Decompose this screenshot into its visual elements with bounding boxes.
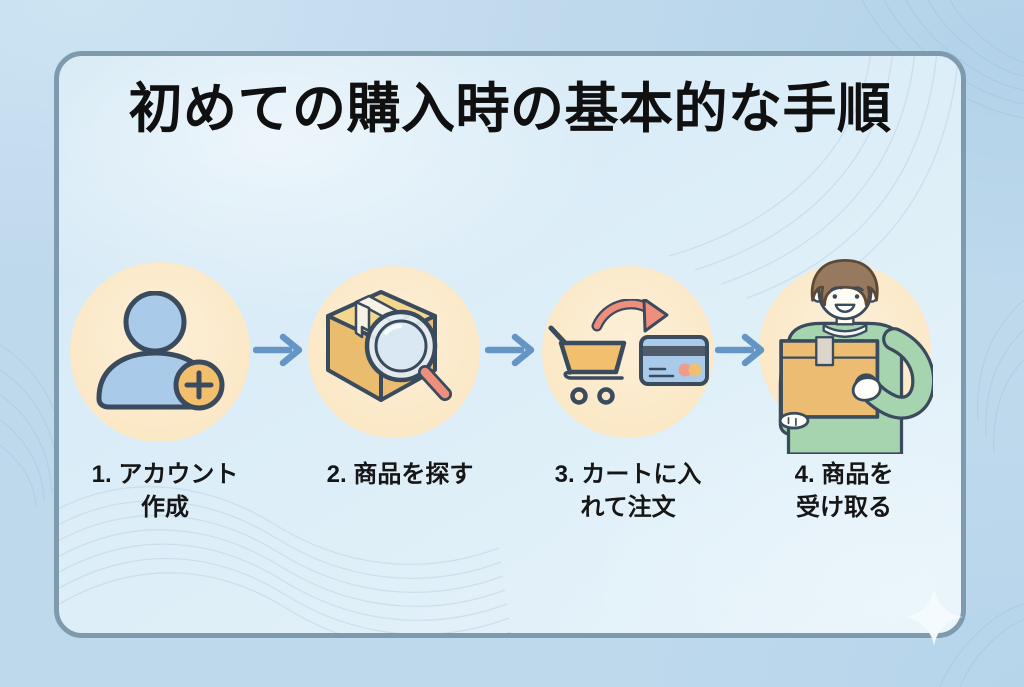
step-1-label: 1. アカウント 作成: [70, 458, 260, 524]
arrow-right-icon: [715, 333, 765, 367]
arrow-right-icon: [485, 333, 535, 367]
step-3-label: 3. カートに入 れて注文: [528, 458, 728, 524]
step-4-label-line1: 4. 商品を: [794, 461, 894, 488]
receive-package-icon: [778, 258, 933, 454]
step-2-label: 2. 商品を探す: [300, 458, 500, 491]
step-1-icon-circle: [70, 262, 250, 442]
step-1-label-line2: 作成: [141, 494, 189, 521]
step-2-label-line1: 2. 商品を探す: [326, 461, 474, 488]
box-search-icon: [326, 290, 452, 402]
cart-payment-icon: [548, 299, 709, 405]
user-add-icon: [96, 291, 225, 411]
page-title: 初めての購入時の基本的な手順: [128, 79, 892, 139]
step-3-icon-circle: [542, 266, 714, 438]
sparkle-icon: [905, 588, 963, 646]
step-4-label: 4. 商品を 受け取る: [744, 458, 944, 524]
step-1-label-line1: 1. アカウント: [91, 461, 239, 488]
arrow-right-icon: [253, 333, 303, 367]
step-3-label-line1: 3. カートに入: [554, 461, 702, 488]
step-2-icon-circle: [308, 266, 480, 438]
card-wave-lines: [59, 56, 960, 633]
step-4-label-line2: 受け取る: [796, 494, 892, 521]
step-3-label-line2: れて注文: [580, 494, 676, 521]
